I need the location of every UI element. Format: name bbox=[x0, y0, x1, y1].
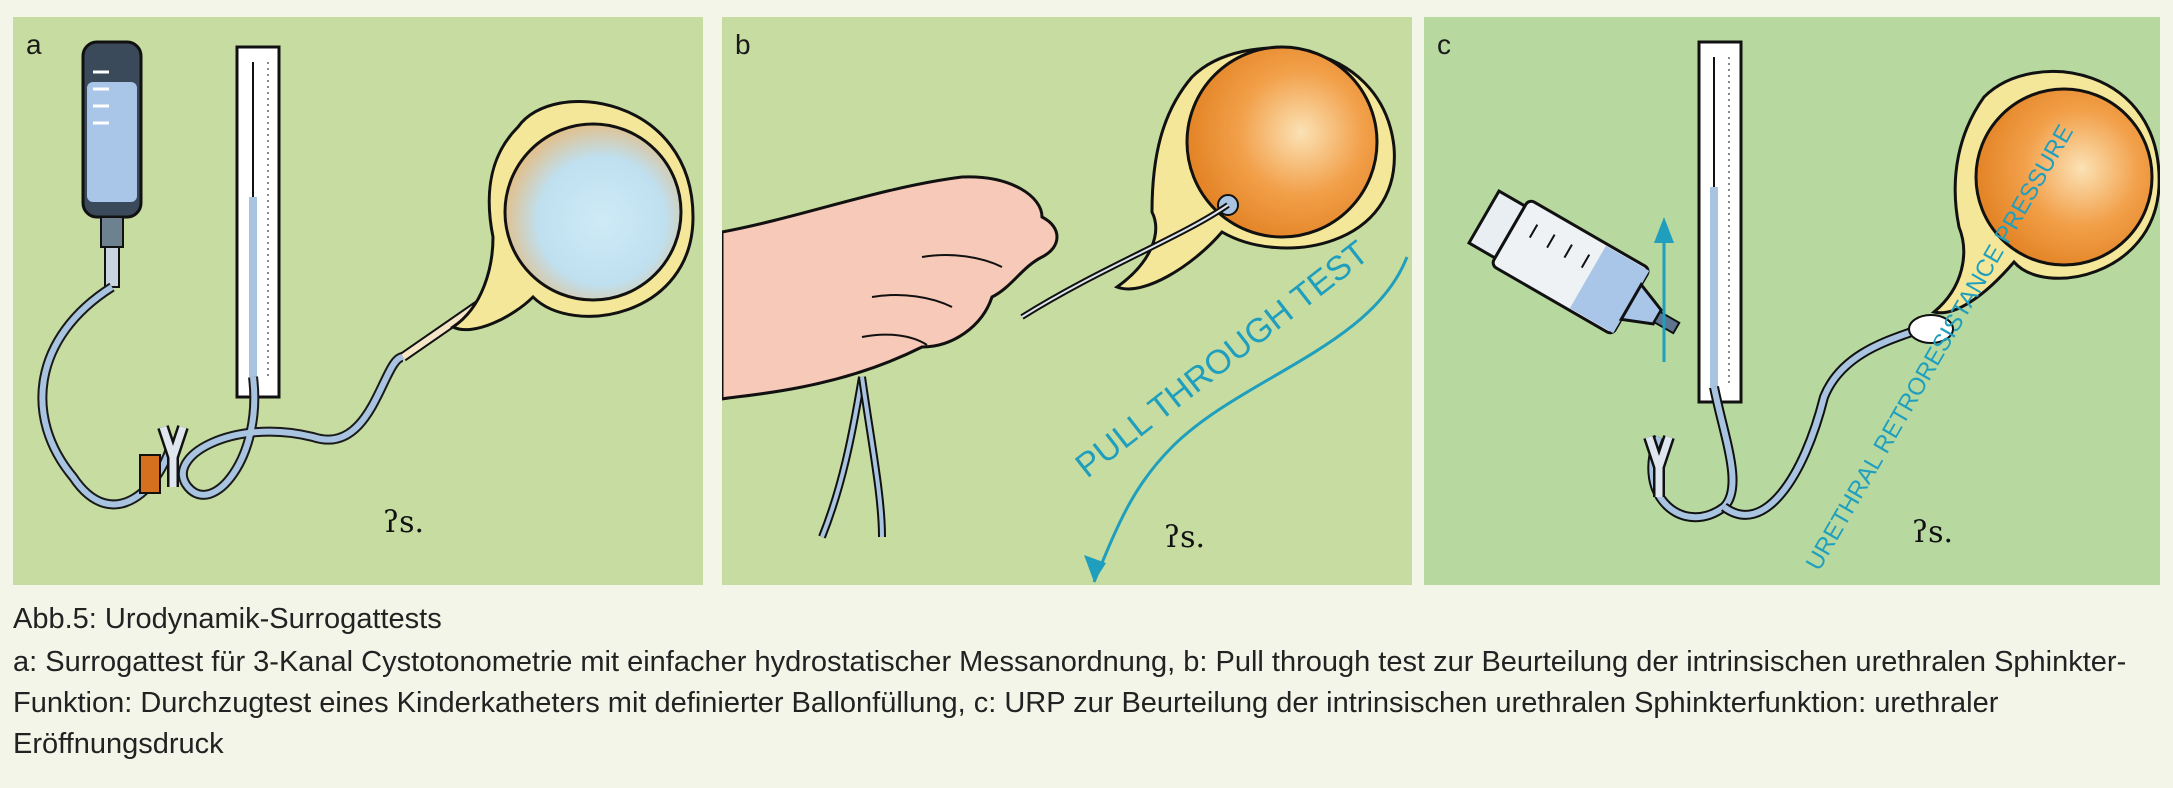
signature-b: ʔs. bbox=[1164, 520, 1205, 555]
panel-a: ʔs. a bbox=[13, 17, 703, 585]
panel-b-illustration: PULL THROUGH TEST ʔs. bbox=[722, 45, 1409, 583]
bladder-icon bbox=[1908, 69, 2160, 344]
infusion-bottle-icon bbox=[81, 40, 143, 288]
panel-label-b: b bbox=[735, 29, 751, 60]
hand-icon bbox=[722, 175, 1059, 401]
figure-caption-title: Abb.5: Urodynamik-Surrogattests bbox=[13, 603, 442, 635]
panel-b: PULL THROUGH TEST ʔs. b bbox=[722, 17, 1412, 585]
panel-c: URETHRAL RETRORESISTANCE PRESSURE ʔs. c bbox=[1424, 17, 2160, 585]
syringe-icon bbox=[1466, 188, 1681, 335]
manometer-icon bbox=[1697, 40, 1743, 404]
figure-caption-body: a: Surrogattest für 3-Kanal Cystotonomet… bbox=[13, 646, 2127, 760]
pull-through-test-label: PULL THROUGH TEST bbox=[1069, 234, 1376, 486]
panel-label-a: a bbox=[26, 29, 42, 60]
panel-c-illustration: URETHRAL RETRORESISTANCE PRESSURE ʔs. bbox=[1466, 40, 2160, 575]
panel-a-illustration: ʔs. bbox=[37, 40, 695, 540]
signature-c: ʔs. bbox=[1912, 515, 1953, 550]
signature-a: ʔs. bbox=[383, 505, 424, 540]
urethral-retroresistance-pressure-label: URETHRAL RETRORESISTANCE PRESSURE bbox=[1801, 120, 2079, 575]
manometer-icon bbox=[235, 45, 281, 399]
panel-label-c: c bbox=[1437, 29, 1451, 60]
bladder-icon bbox=[450, 99, 695, 332]
